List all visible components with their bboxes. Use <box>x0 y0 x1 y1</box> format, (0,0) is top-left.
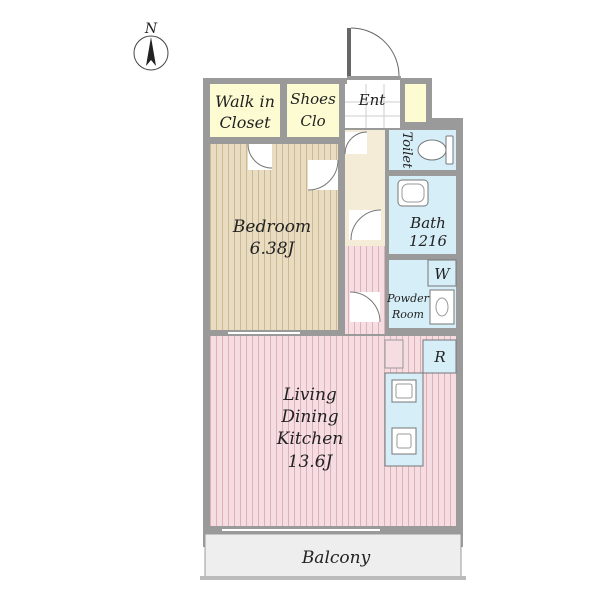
kitchen-sink-icon <box>391 379 417 403</box>
kitchen-counter <box>384 372 424 467</box>
shoes-closet-room <box>287 84 339 137</box>
washer-label-front: W <box>434 265 451 283</box>
powder-room-door-swing <box>349 291 381 323</box>
shoes-closet-label-1: Shoes <box>290 90 336 108</box>
toilet-fixture-icon <box>417 135 454 165</box>
closet-door[interactable] <box>307 159 339 191</box>
walk-in-closet-label-1: Walk in <box>215 92 275 111</box>
bedroom-name-label: Bedroom <box>232 217 311 237</box>
entrance-area <box>345 84 400 128</box>
bedroom-door-swing <box>247 143 273 169</box>
hall-door-upper-clear <box>345 132 367 154</box>
balcony-label: Balcony <box>301 548 371 568</box>
ldk-size-label: 13.6J <box>288 452 334 472</box>
powder-room-door-clear <box>350 292 380 322</box>
hall-door-upper-swing <box>344 131 368 155</box>
walk-in-closet-label-2: Closet <box>219 113 271 132</box>
powder-room-label-1: Powder <box>386 292 430 305</box>
stove-icon <box>391 427 417 455</box>
refrigerator-label: R <box>433 348 445 366</box>
refrigerator-space <box>422 339 457 374</box>
bath-size-label: 1216 <box>409 232 448 250</box>
hall-door-mid[interactable] <box>349 209 382 241</box>
entrance-door-swing <box>350 27 400 77</box>
bedroom-door[interactable] <box>247 143 273 170</box>
balcony-railing <box>200 576 466 580</box>
stove-burner <box>396 433 412 449</box>
powder-room-label-2: Room <box>391 308 424 321</box>
sink-icon <box>429 289 455 325</box>
bathtub-icon <box>397 179 429 207</box>
bedroom-size-label: 6.38J <box>250 239 296 259</box>
compass: N <box>133 21 169 71</box>
entrance-door-leaf <box>347 28 351 78</box>
toilet-label: Toilet <box>399 132 414 169</box>
closet-door-swing <box>307 159 339 191</box>
powder-room-door[interactable] <box>349 291 381 323</box>
hall-door-mid-swing <box>350 209 382 241</box>
shoes-closet-label-2: Clo <box>300 112 325 130</box>
hall-door-upper[interactable] <box>344 131 368 155</box>
north-arrow-icon <box>146 37 156 66</box>
ldk-label-3: Kitchen <box>276 429 343 449</box>
ldk-label-1: Living <box>282 385 337 405</box>
kitchen-cabinet <box>384 339 404 369</box>
entrance-door[interactable] <box>347 27 401 80</box>
closet-door-clear <box>308 160 338 190</box>
compass-north-label: N <box>144 21 158 37</box>
entrance-storage <box>405 84 426 122</box>
balcony-area <box>204 533 462 579</box>
ldk-label-2: Dining <box>280 407 338 427</box>
entrance-threshold <box>347 76 401 80</box>
entrance-label: Ent <box>358 91 387 109</box>
kitchen-sink-basin <box>395 383 413 399</box>
compass-ring <box>133 35 169 71</box>
bath-name-label: Bath <box>409 214 446 232</box>
washer-box <box>427 259 457 287</box>
walk-in-closet-room <box>210 84 280 137</box>
